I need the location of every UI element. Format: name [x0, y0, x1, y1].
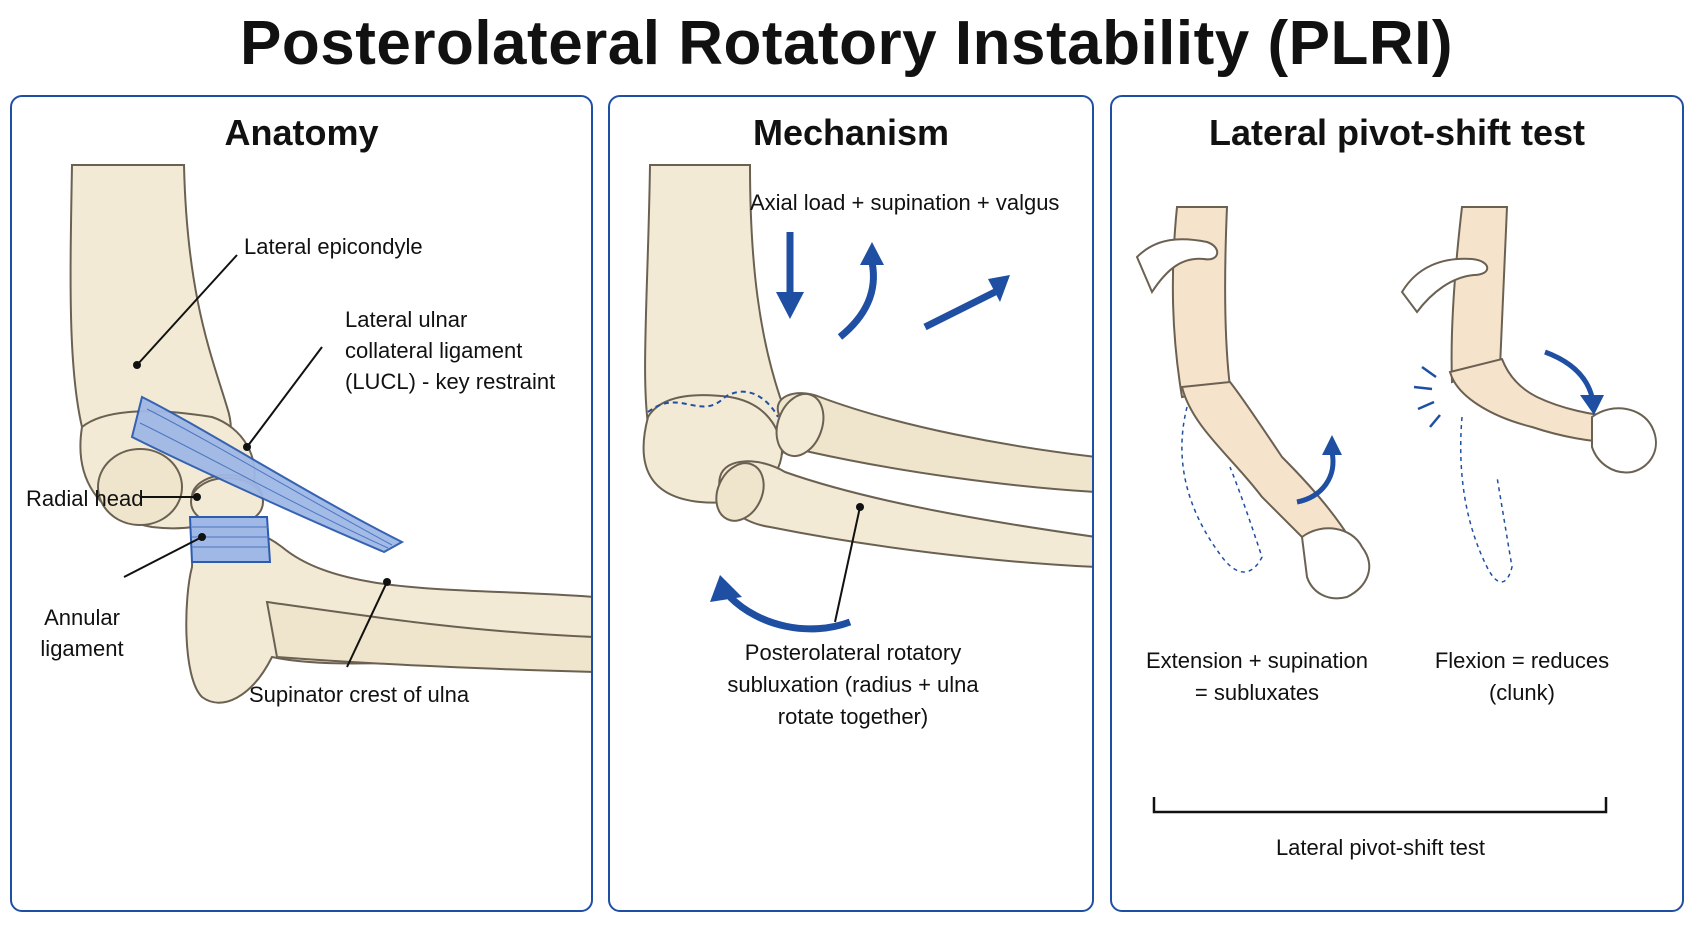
leader-lateral-epicondyle	[136, 254, 238, 366]
label-flexion-line1: Flexion = reduces	[1434, 648, 1610, 673]
axial-load-arrow	[776, 232, 804, 319]
ulna-head-bone	[715, 462, 765, 522]
label-forces: Axial load + supination + valgus	[750, 190, 1060, 215]
radius-bone	[776, 392, 1092, 493]
label-subluxation-line2: subluxation (radius + ulna	[727, 672, 979, 697]
ulna-bone	[718, 460, 1092, 568]
left-hand-top	[1135, 238, 1219, 295]
radius-bone	[265, 600, 591, 673]
radial-head-bone	[775, 393, 825, 457]
mechanism-panel-title: Mechanism	[752, 112, 950, 153]
leader-supinator	[346, 581, 388, 668]
label-pivot-bracket: Lateral pivot-shift test	[1275, 835, 1486, 860]
leader-subluxation	[834, 506, 861, 623]
anatomy-illustration	[69, 164, 591, 704]
right-arm-upper	[1450, 206, 1509, 384]
mechanism-panel: Mechanism Axial load +	[608, 95, 1094, 912]
pivot-panel: Lateral pivot-shift test Extensi	[1110, 95, 1684, 912]
label-lateral-epicondyle: Lateral epicondyle	[244, 234, 423, 259]
label-annular-line2: ligament	[40, 636, 124, 661]
annular-ligament-band	[188, 516, 272, 563]
lucl-fibers	[139, 408, 393, 549]
left-rotation-arrow	[1296, 435, 1342, 505]
left-arm-ghost	[1181, 406, 1263, 573]
bracket	[1152, 797, 1608, 814]
rotation-arrow	[710, 575, 852, 633]
label-subluxation-line1: Posterolateral rotatory	[744, 640, 962, 665]
label-lucl-line1: Lateral ulnar	[345, 307, 468, 332]
left-arm-upper	[1171, 206, 1232, 399]
label-extension-line1: Extension + supination	[1146, 648, 1368, 673]
mechanism-illustration	[642, 164, 1092, 633]
right-hand-top	[1400, 257, 1489, 314]
supination-arrow	[837, 242, 884, 340]
left-hand-bottom	[1300, 527, 1371, 600]
leader-lucl	[246, 346, 323, 448]
label-supinator-crest: Supinator crest of ulna	[249, 682, 470, 707]
anatomy-panel: Anatomy Lateral epicondyle Lateral ul	[10, 95, 593, 912]
label-subluxation-line3: rotate together)	[777, 704, 929, 729]
articular-outline	[647, 390, 779, 418]
pivot-illustration	[1135, 206, 1657, 814]
page-title: Posterolateral Rotatory Instability (PLR…	[240, 9, 1453, 78]
label-annular-line1: Annular	[44, 605, 120, 630]
label-lucl-line3: (LUCL) - key restraint	[345, 369, 556, 394]
valgus-arrow	[923, 275, 1010, 331]
right-arm-ghost	[1459, 416, 1513, 583]
anatomy-panel-title: Anatomy	[224, 112, 379, 153]
clunk-marks	[1413, 365, 1441, 428]
lateral-epicondyle-bone	[97, 448, 183, 526]
right-hand-bottom	[1591, 407, 1657, 474]
label-radial-head: Radial head	[26, 486, 144, 511]
label-extension-line2: = subluxates	[1194, 680, 1320, 705]
pivot-panel-title: Lateral pivot-shift test	[1208, 112, 1586, 153]
label-flexion-line2: (clunk)	[1488, 680, 1555, 705]
leader-annular	[123, 536, 203, 578]
label-lucl-line2: collateral ligament	[345, 338, 523, 363]
right-flexion-arrow	[1544, 349, 1604, 415]
